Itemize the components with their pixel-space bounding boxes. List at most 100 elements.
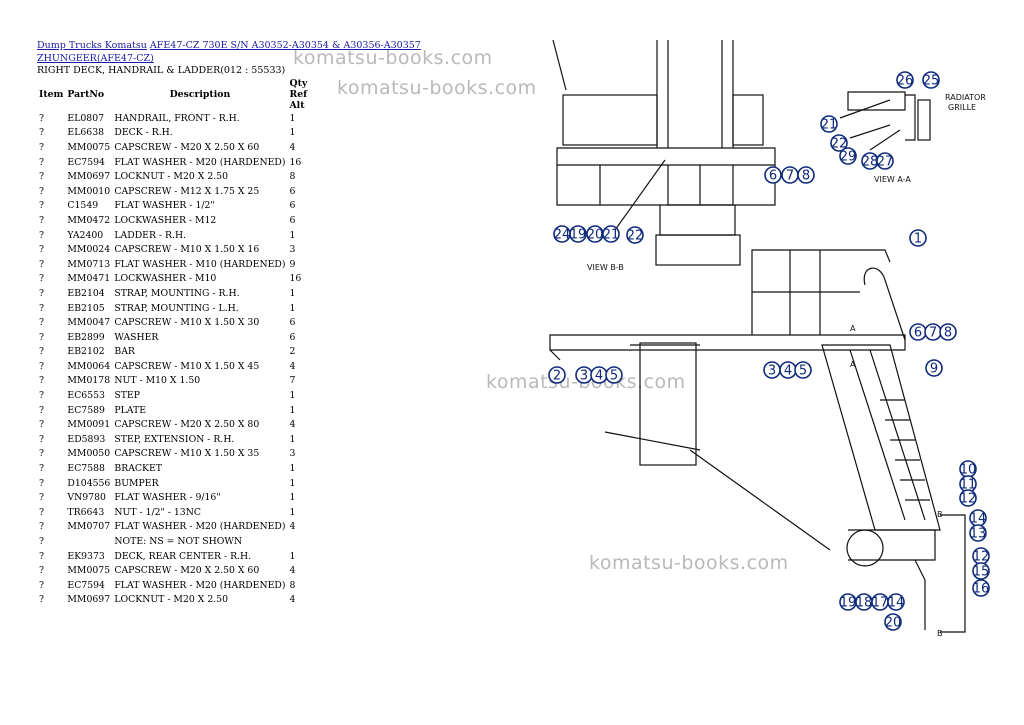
callout-circle bbox=[887, 593, 905, 611]
partno-cell: C1549 bbox=[67, 200, 99, 212]
qty-cell: 3 bbox=[289, 244, 296, 256]
callout-4: 4 bbox=[590, 366, 608, 384]
diagram-labels: VIEW B-B VIEW A-A RADIATOR GRILLE A A B … bbox=[587, 93, 986, 638]
qty-cell: 7 bbox=[289, 375, 296, 387]
description-cell: CAPSCREW - M10 X 1.50 X 45 bbox=[114, 360, 260, 372]
callout-number: 14 bbox=[888, 596, 905, 611]
item-cell: ? bbox=[39, 536, 44, 548]
partno-cell: EC7594 bbox=[67, 579, 105, 591]
callout-24: 24 bbox=[553, 225, 571, 243]
callout-circle bbox=[959, 489, 977, 507]
item-cell: ? bbox=[39, 521, 44, 533]
description-cell: CAPSCREW - M12 X 1.75 X 25 bbox=[114, 185, 260, 197]
callout-circle bbox=[626, 226, 644, 244]
item-cell: ? bbox=[39, 171, 44, 183]
callout-circle bbox=[909, 229, 927, 247]
item-cell: ? bbox=[39, 360, 44, 372]
watermark: komatsu-books.com bbox=[589, 552, 789, 574]
qty-cell: 6 bbox=[289, 331, 296, 343]
callout-16: 16 bbox=[972, 579, 990, 597]
item-cell: ? bbox=[39, 404, 44, 416]
partno-cell: MM0707 bbox=[67, 521, 111, 533]
item-cell: ? bbox=[39, 331, 44, 343]
callout-22: 22 bbox=[830, 134, 848, 152]
item-cell: ? bbox=[39, 492, 44, 504]
item-cell: ? bbox=[39, 112, 44, 124]
partno-cell: YA2400 bbox=[67, 229, 104, 241]
radiator-label: RADIATOR bbox=[945, 93, 986, 102]
callout-number: 22 bbox=[831, 137, 848, 152]
breadcrumb-link-dump-trucks[interactable]: Dump Trucks Komatsu bbox=[37, 40, 147, 51]
callout-5: 5 bbox=[794, 361, 812, 379]
partno-cell: TR6643 bbox=[67, 506, 105, 518]
description-cell: CAPSCREW - M20 X 2.50 X 60 bbox=[114, 565, 260, 577]
qty-cell: 1 bbox=[289, 112, 296, 124]
partno-cell: EL6638 bbox=[67, 127, 105, 139]
item-cell: ? bbox=[39, 287, 44, 299]
callout-circle bbox=[972, 579, 990, 597]
callout-20: 20 bbox=[884, 613, 902, 631]
item-cell: ? bbox=[39, 156, 44, 168]
item-cell: ? bbox=[39, 127, 44, 139]
callout-27: 27 bbox=[876, 152, 894, 170]
partno-cell: MM0471 bbox=[67, 273, 111, 285]
callout-3: 3 bbox=[575, 366, 593, 384]
qty-cell: 1 bbox=[289, 404, 296, 416]
callout-6: 6 bbox=[764, 166, 782, 184]
description-cell: DECK, REAR CENTER - R.H. bbox=[114, 550, 252, 562]
qty-cell: 8 bbox=[289, 171, 296, 183]
description-cell: DECK - R.H. bbox=[114, 127, 173, 139]
watermark: komatsu-books.com bbox=[293, 47, 493, 69]
partno-cell: MM0024 bbox=[67, 244, 111, 256]
callout-number: 5 bbox=[610, 369, 618, 384]
description-cell: NUT - 1/2" - 13NC bbox=[114, 506, 201, 518]
description-cell: LOCKWASHER - M12 bbox=[114, 214, 217, 226]
col-qty-ref-alt: Qty Ref Alt bbox=[287, 78, 313, 111]
callout-number: 4 bbox=[784, 364, 792, 379]
col-ref: Ref bbox=[289, 89, 308, 100]
callout-circle bbox=[969, 524, 987, 542]
callout-number: 5 bbox=[799, 364, 807, 379]
table-header-row: Item PartNo Description Qty Ref Alt bbox=[37, 78, 313, 111]
qty-cell bbox=[287, 534, 313, 549]
partno-cell: EL0807 bbox=[67, 112, 105, 124]
item-cell: ? bbox=[39, 229, 44, 241]
qty-cell: 1 bbox=[289, 506, 296, 518]
callout-number: 10 bbox=[960, 463, 977, 478]
description-cell: LOCKNUT - M20 X 2.50 bbox=[114, 594, 229, 606]
callout-number: 16 bbox=[973, 582, 990, 597]
table-row: ?NOTE: NS = NOT SHOWN bbox=[37, 534, 313, 549]
breadcrumb-link-model[interactable]: AFE47-CZ 730E S/N A30352-A30354 & A30356… bbox=[37, 40, 421, 64]
qty-cell: 4 bbox=[289, 141, 296, 153]
callout-4: 4 bbox=[779, 361, 797, 379]
callout-18: 18 bbox=[855, 593, 873, 611]
callout-9: 9 bbox=[925, 359, 943, 377]
callout-21: 21 bbox=[602, 225, 620, 243]
callout-number: 8 bbox=[944, 326, 952, 341]
item-cell: ? bbox=[39, 419, 44, 431]
callout-19: 19 bbox=[569, 225, 587, 243]
partno-cell: EB2899 bbox=[67, 331, 105, 343]
qty-cell: 4 bbox=[289, 521, 296, 533]
item-cell: ? bbox=[39, 244, 44, 256]
callout-number: 6 bbox=[769, 169, 777, 184]
callout-circle bbox=[820, 115, 838, 133]
section-marker-b-top: B bbox=[937, 510, 943, 519]
qty-cell: 1 bbox=[289, 463, 296, 475]
callout-number: 8 bbox=[802, 169, 810, 184]
qty-cell: 3 bbox=[289, 448, 296, 460]
